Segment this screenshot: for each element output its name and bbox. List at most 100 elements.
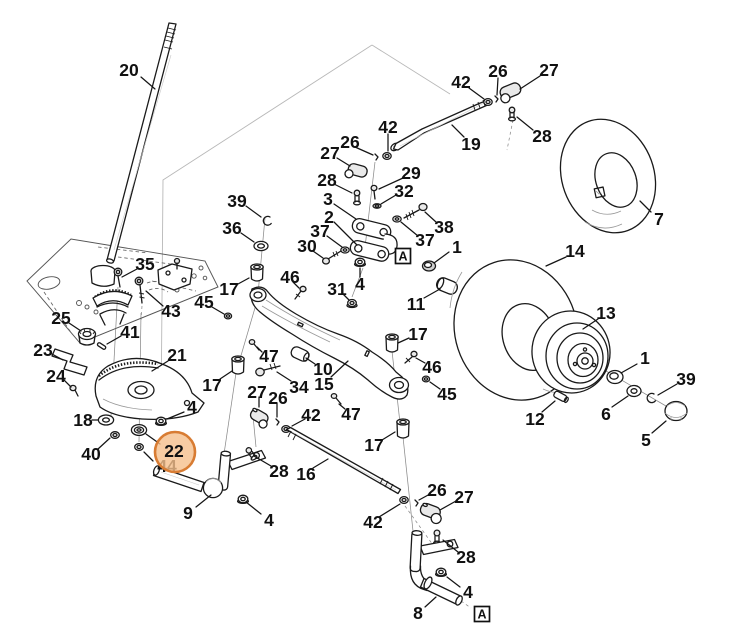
- part-label-47-58[interactable]: 47: [341, 404, 360, 424]
- part-label-45-51[interactable]: 45: [437, 384, 457, 404]
- part-label-23-5[interactable]: 23: [33, 340, 53, 360]
- leader-17-52: [219, 370, 233, 380]
- part-label-26-65[interactable]: 26: [427, 480, 447, 500]
- part-label-4-14[interactable]: 4: [187, 397, 197, 417]
- part-label-42-40[interactable]: 42: [378, 117, 398, 137]
- part-label-14-42[interactable]: 14: [565, 241, 585, 261]
- part-label-6-46[interactable]: 6: [601, 404, 611, 424]
- leader-23-5: [51, 353, 64, 361]
- part-label-17-52[interactable]: 17: [202, 375, 221, 395]
- part-47-screw-b: [330, 392, 342, 405]
- part-label-41-4[interactable]: 41: [120, 322, 140, 342]
- part-label-37-29[interactable]: 37: [310, 221, 329, 241]
- part-30-bolt: [321, 250, 342, 265]
- part-label-19-39[interactable]: 19: [461, 134, 481, 154]
- part-4-nut-c: [353, 257, 367, 268]
- part-label-5-47[interactable]: 5: [641, 430, 651, 450]
- part-35-bolt: [113, 267, 123, 288]
- part-label-27-23[interactable]: 27: [320, 143, 339, 163]
- part-label-9-12[interactable]: 9: [183, 503, 193, 523]
- leader-26-65: [418, 493, 431, 501]
- part-label-36-16[interactable]: 36: [222, 218, 242, 238]
- part-label-30-32[interactable]: 30: [297, 236, 317, 256]
- part-label-3-27[interactable]: 3: [323, 189, 333, 209]
- part-label-28-24[interactable]: 28: [317, 170, 337, 190]
- part-label-39-15[interactable]: 39: [227, 191, 247, 211]
- leader-44-10: [143, 451, 154, 462]
- part-label-31-20[interactable]: 31: [327, 279, 347, 299]
- part-label-4-21[interactable]: 4: [355, 274, 365, 294]
- leader-2-28: [333, 221, 358, 246]
- part-label-24-6[interactable]: 24: [46, 366, 66, 386]
- part-label-11-34[interactable]: 11: [407, 294, 426, 314]
- part-label-17-57[interactable]: 17: [364, 435, 383, 455]
- part-label-18-8[interactable]: 18: [73, 410, 93, 430]
- part-label-38-30[interactable]: 38: [434, 217, 454, 237]
- part-label-28-62[interactable]: 28: [269, 461, 289, 481]
- part-label-12-48[interactable]: 12: [525, 409, 545, 429]
- part-label-37-31[interactable]: 37: [415, 230, 434, 250]
- leader-38-30: [424, 211, 437, 223]
- part-label-15-56[interactable]: 15: [314, 374, 334, 394]
- leader-47-53: [256, 346, 263, 353]
- part-label-13-43[interactable]: 13: [596, 303, 616, 323]
- part-label-47-53[interactable]: 47: [259, 346, 278, 366]
- part-label-16-63[interactable]: 16: [296, 464, 316, 484]
- leader-10-54: [305, 357, 316, 365]
- part-label-26-22[interactable]: 26: [340, 132, 360, 152]
- part-label-8-69[interactable]: 8: [413, 603, 423, 623]
- leader-19-39: [451, 124, 465, 138]
- part-label-17-49[interactable]: 17: [408, 324, 427, 344]
- part-label-35-1[interactable]: 35: [135, 254, 155, 274]
- part-label-45-18[interactable]: 45: [194, 292, 214, 312]
- part-label-39-45[interactable]: 39: [676, 369, 696, 389]
- part-label-7-41[interactable]: 7: [654, 209, 664, 229]
- part-label-17-17[interactable]: 17: [219, 279, 238, 299]
- part-label-40-9[interactable]: 40: [81, 444, 101, 464]
- part-label-29-25[interactable]: 29: [401, 163, 421, 183]
- leader-37-31: [400, 221, 419, 237]
- highlight-circle-part-22[interactable]: [153, 430, 197, 474]
- part-label-46-19[interactable]: 46: [280, 267, 300, 287]
- part-label-28-38[interactable]: 28: [532, 126, 552, 146]
- part-label-1-33[interactable]: 1: [452, 237, 462, 257]
- part-label-10-54[interactable]: 10: [313, 359, 333, 379]
- part-label-4-13[interactable]: 4: [264, 510, 274, 530]
- part-4-nut-d: [434, 567, 448, 578]
- leader-6-46: [611, 395, 629, 408]
- leader-5-47: [651, 420, 667, 434]
- leader-46-19: [292, 281, 300, 289]
- part-label-27-37[interactable]: 27: [539, 60, 558, 80]
- part-label-25-3[interactable]: 25: [51, 308, 71, 328]
- part-label-21-7[interactable]: 21: [167, 345, 187, 365]
- part-label-32-26[interactable]: 32: [394, 181, 414, 201]
- part-27-ball-joint-e: [419, 502, 442, 525]
- part-label-27-59[interactable]: 27: [247, 382, 266, 402]
- part-label-34-55[interactable]: 34: [289, 377, 309, 397]
- part-label-27-66[interactable]: 27: [454, 487, 473, 507]
- part-17-bushing-b: [385, 333, 399, 353]
- part-label-42-61[interactable]: 42: [301, 405, 321, 425]
- part-label-22-11[interactable]: 22: [164, 441, 184, 461]
- part-label-20-0[interactable]: 20: [119, 60, 139, 80]
- part-label-43-2[interactable]: 43: [161, 301, 181, 321]
- leader-30-32: [312, 250, 324, 259]
- part-label-2-28[interactable]: 2: [324, 207, 334, 227]
- part-label-28-67[interactable]: 28: [456, 547, 476, 567]
- part-label-42-35[interactable]: 42: [451, 72, 471, 92]
- part-42-nut-rod19: [483, 97, 493, 107]
- part-label-1-44[interactable]: 1: [640, 348, 650, 368]
- leader-31-20: [342, 293, 350, 301]
- leader-11-34: [423, 288, 441, 299]
- part-38-bolt: [403, 202, 428, 221]
- part-label-46-50[interactable]: 46: [422, 357, 442, 377]
- part-17-bushing-c: [231, 355, 245, 375]
- leader-17-49: [397, 337, 410, 344]
- part-label-4-68[interactable]: 4: [463, 582, 473, 602]
- part-label-42-64[interactable]: 42: [363, 512, 383, 532]
- part-34-bolt: [255, 362, 281, 377]
- part-label-26-60[interactable]: 26: [268, 388, 288, 408]
- part-label-26-36[interactable]: 26: [488, 61, 508, 81]
